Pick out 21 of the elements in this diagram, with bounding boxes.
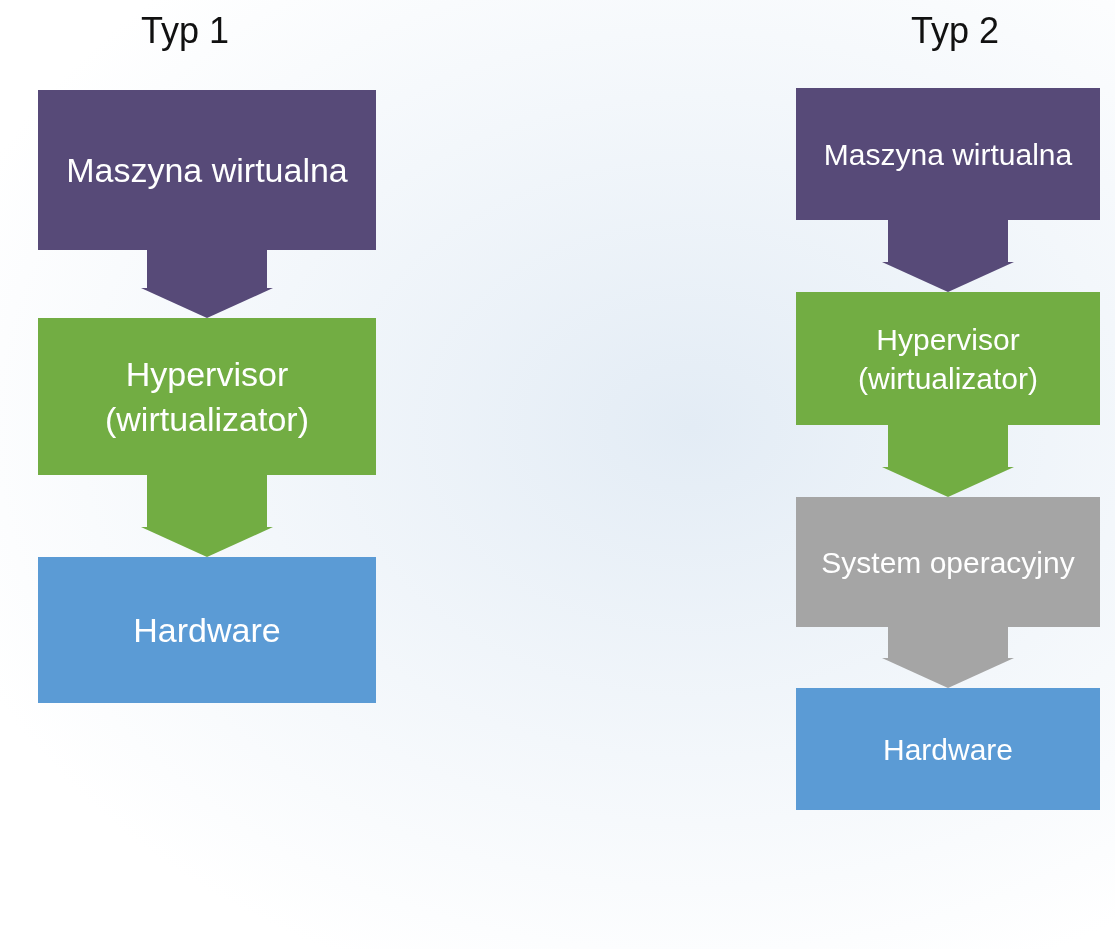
box-label: Hardware	[882, 731, 1014, 768]
block-arrow	[882, 424, 1014, 497]
box-label: System operacyjny	[821, 544, 1075, 581]
hardware-box	[796, 688, 1100, 810]
box-label: Maszyna wirtualna	[823, 136, 1073, 173]
block-arrow	[882, 219, 1014, 292]
virtual-machine-box	[796, 88, 1100, 220]
hardware-box	[38, 557, 376, 703]
hypervisor-box	[796, 292, 1100, 425]
operating-system-box	[796, 497, 1100, 627]
box-label: Hardware	[133, 609, 281, 651]
box-label: Hypervisor (wirtualizator)	[103, 354, 310, 440]
virtual-machine-box	[38, 90, 376, 250]
block-arrow	[141, 474, 273, 557]
column-heading: Typ 2	[909, 10, 1001, 52]
column-heading: Typ 1	[139, 10, 231, 52]
box-label: Maszyna wirtualna	[66, 149, 348, 191]
block-arrow	[882, 626, 1014, 688]
block-arrow	[141, 249, 273, 318]
hypervisor-box	[38, 318, 376, 475]
box-label: Hypervisor (wirtualizator)	[857, 321, 1039, 397]
